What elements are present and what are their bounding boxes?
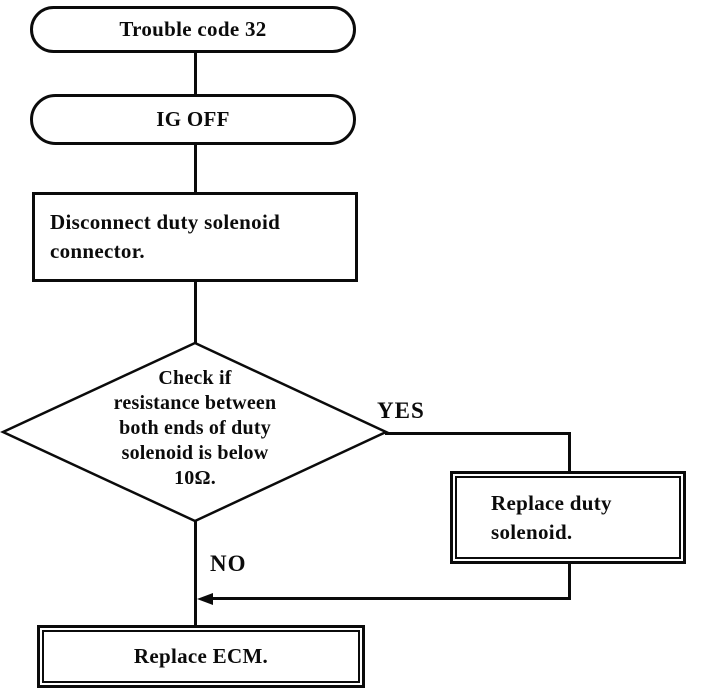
- node-replace-duty-solenoid-inner: Replace duty solenoid.: [455, 476, 681, 559]
- replace-ecm-label: Replace ECM.: [133, 644, 269, 668]
- connector-yes-vertical: [568, 432, 571, 471]
- yes-branch-label: YES: [377, 398, 425, 423]
- node-disconnect-connector: Disconnect duty solenoid connector.: [32, 192, 358, 282]
- node-ig-off-label: IG OFF: [156, 107, 230, 131]
- node-decision-resistance: Check if resistance between both ends of…: [53, 366, 337, 491]
- node-replace-ecm: Replace ECM.: [37, 625, 365, 688]
- decision-line-2: resistance between: [113, 392, 277, 414]
- decision-line-4: solenoid is below: [121, 442, 269, 464]
- node-disconnect-line-2: connector.: [50, 239, 145, 263]
- no-branch-label: NO: [210, 551, 247, 576]
- decision-line-1: Check if: [158, 367, 232, 389]
- feedback-arrowhead-icon: [197, 593, 213, 605]
- connector-solenoid-feedback: [210, 597, 571, 600]
- connector-yes-horizontal: [385, 432, 571, 435]
- connector-solenoid-down: [568, 564, 571, 600]
- node-trouble-code-32: Trouble code 32: [30, 6, 356, 53]
- connector-disconnect-to-decision: [194, 282, 197, 343]
- node-disconnect-line-1: Disconnect duty solenoid: [50, 210, 281, 234]
- node-replace-duty-solenoid: Replace duty solenoid.: [450, 471, 686, 564]
- connector-no-vertical: [194, 521, 197, 625]
- replace-solenoid-line-2: solenoid.: [491, 519, 573, 544]
- node-replace-ecm-inner: Replace ECM.: [42, 630, 360, 683]
- node-ig-off: IG OFF: [30, 94, 356, 145]
- node-trouble-code-32-label: Trouble code 32: [119, 17, 267, 41]
- decision-line-3: both ends of duty: [119, 417, 271, 439]
- connector-start-to-igoff: [194, 53, 197, 94]
- decision-line-5: 10Ω.: [174, 467, 216, 489]
- replace-solenoid-line-1: Replace duty: [491, 490, 612, 515]
- connector-igoff-to-disconnect: [194, 145, 197, 192]
